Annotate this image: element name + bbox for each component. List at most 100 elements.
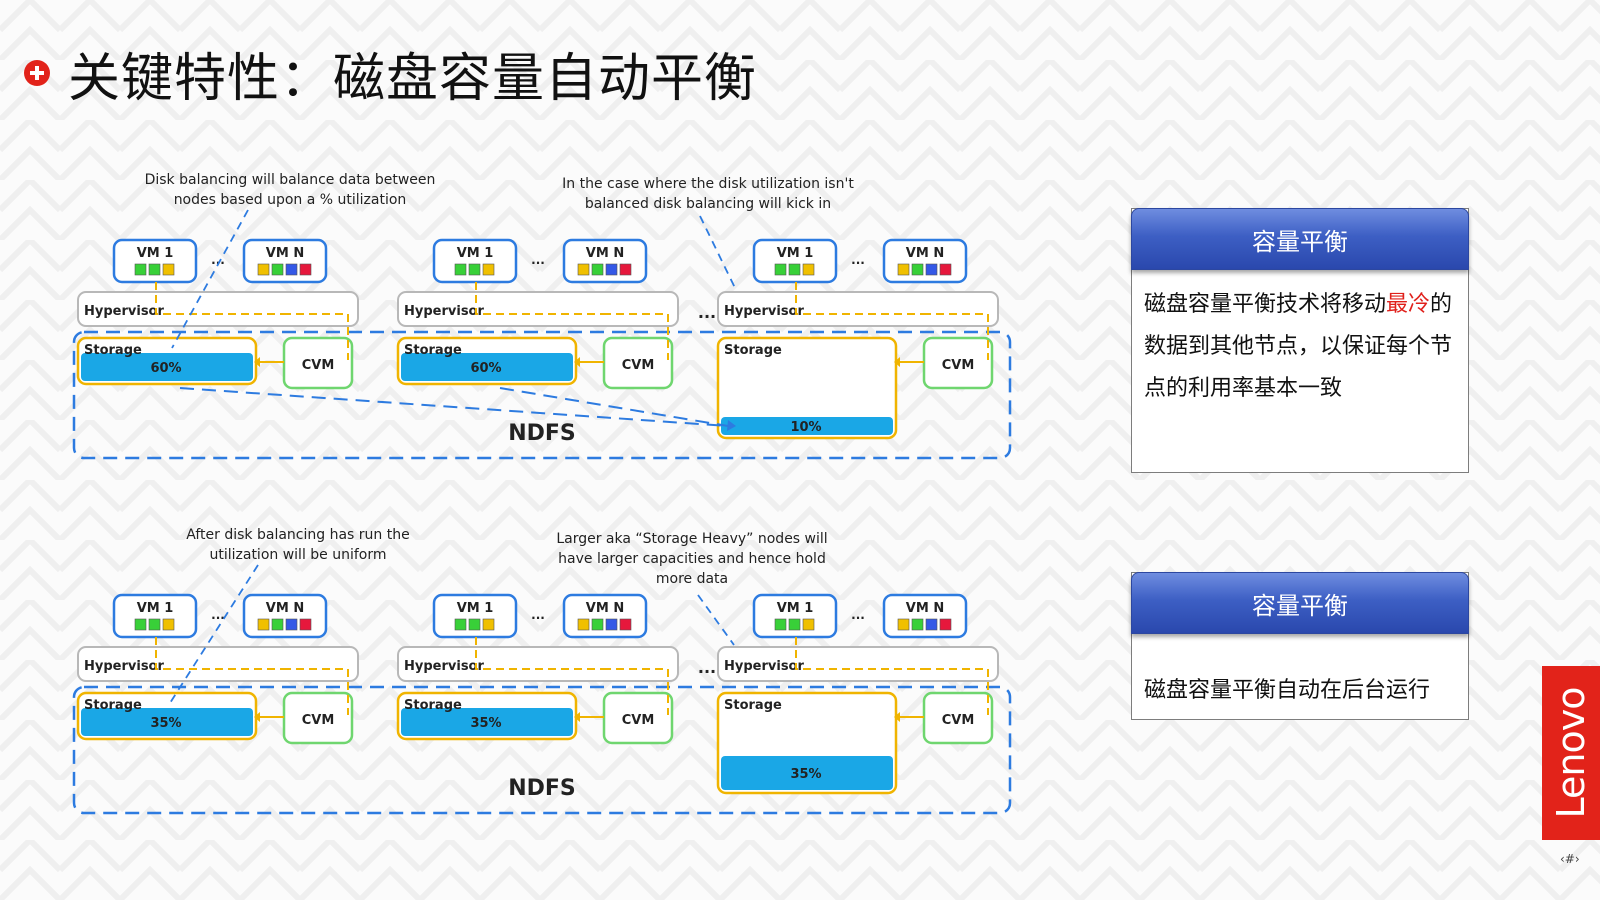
storage-utilization-label: 35% <box>790 767 821 782</box>
hypervisor-bar <box>397 646 679 682</box>
plus-bullet-icon <box>24 60 50 86</box>
hypervisor-bar <box>77 291 359 327</box>
vm-data-square <box>162 263 175 276</box>
io-path-line <box>155 282 283 315</box>
storage-label: Storage <box>404 343 462 358</box>
ndfs-container <box>72 330 1012 460</box>
vm1-label: VM 1 <box>137 246 174 261</box>
vm-data-square <box>897 263 910 276</box>
annotation-left-line: nodes based upon a % utilization <box>174 192 407 208</box>
vm-data-square <box>591 618 604 631</box>
vm-data-square <box>148 263 161 276</box>
vm-data-square <box>482 618 495 631</box>
vm-data-square <box>271 618 284 631</box>
vm-data-square <box>939 618 952 631</box>
vm-data-square <box>774 618 787 631</box>
hypervisor-label: Hypervisor <box>724 659 804 674</box>
io-path-line <box>155 637 283 670</box>
annotation-left-line: Disk balancing will balance data between <box>145 172 436 188</box>
vm-ellipsis: ... <box>531 608 545 622</box>
vm-data-square <box>577 263 590 276</box>
annotation-left-line: utilization will be uniform <box>209 547 386 563</box>
vm-data-square <box>468 263 481 276</box>
storage-fill-bar <box>81 353 253 381</box>
vm-ellipsis: ... <box>211 608 225 622</box>
arrow-head <box>254 357 260 367</box>
storage-fill-bar <box>401 353 573 381</box>
vm-data-square <box>577 618 590 631</box>
vm-data-square <box>591 263 604 276</box>
cvm-label: CVM <box>942 358 975 373</box>
storage-fill-bar <box>721 756 893 790</box>
storage-box <box>716 336 898 440</box>
vm-data-square <box>897 618 910 631</box>
vm-ellipsis: ... <box>531 253 545 267</box>
annotation-right-line: Larger aka “Storage Heavy” nodes will <box>556 531 827 547</box>
cvm-label: CVM <box>302 358 335 373</box>
storage-utilization-label: 10% <box>790 420 821 435</box>
vm-data-square <box>939 263 952 276</box>
vm-data-square <box>285 618 298 631</box>
vm1-label: VM 1 <box>777 601 814 616</box>
vmn-label: VM N <box>266 601 304 616</box>
vmn-label: VM N <box>906 601 944 616</box>
vm-data-square <box>925 263 938 276</box>
body-text: 的数据到其他节点，以保证每个节点的利用率基本一致 <box>1144 292 1453 401</box>
body-text: 磁盘容量平衡自动在后台运行 <box>1144 678 1431 703</box>
cvm-label: CVM <box>622 713 655 728</box>
hypervisor-bar <box>77 646 359 682</box>
vm1-label: VM 1 <box>457 246 494 261</box>
vm-data-square <box>774 263 787 276</box>
io-path-line <box>795 637 923 670</box>
storage-label: Storage <box>84 343 142 358</box>
vm-data-square <box>605 263 618 276</box>
vm-data-square <box>925 618 938 631</box>
vm-data-square <box>802 618 815 631</box>
annotation-right-line: more data <box>656 571 728 587</box>
annotation-right-line: balanced disk balancing will kick in <box>585 196 831 212</box>
page-number: ‹#› <box>1560 852 1580 866</box>
vmn-label: VM N <box>586 246 624 261</box>
lenovo-logo-text: Lenovo <box>1549 687 1593 819</box>
vm-data-square <box>911 618 924 631</box>
io-path-line <box>795 282 923 315</box>
storage-utilization-label: 35% <box>150 716 181 731</box>
annotation-left-line: After disk balancing has run the <box>186 527 409 543</box>
vm-data-square <box>285 263 298 276</box>
arrow-head <box>894 357 900 367</box>
hypervisor-label: Hypervisor <box>724 304 804 319</box>
vm-data-square <box>299 618 312 631</box>
annotation-right-line: have larger capacities and hence hold <box>558 551 826 567</box>
annotation-pointer <box>697 594 735 646</box>
vm-data-square <box>482 263 495 276</box>
io-path-line <box>923 668 989 715</box>
io-path-line <box>283 313 349 360</box>
panel-capacity-balance-1: 容量平衡 磁盘容量平衡技术将移动最冷的数据到其他节点，以保证每个节点的利用率基本… <box>1131 208 1469 473</box>
vm-data-square <box>134 263 147 276</box>
vm-data-square <box>162 618 175 631</box>
vm-data-square <box>148 618 161 631</box>
node-ellipsis: ... <box>698 303 716 322</box>
io-path-line <box>475 637 603 670</box>
ndfs-container <box>72 685 1012 815</box>
disk-balancing-diagram: Disk balancing will balance data between… <box>72 172 1012 815</box>
vm-data-square <box>619 618 632 631</box>
storage-utilization-label: 35% <box>470 716 501 731</box>
io-path-line <box>283 668 349 715</box>
panel-capacity-balance-2: 容量平衡 磁盘容量平衡自动在后台运行 <box>1131 572 1469 720</box>
hypervisor-bar <box>717 291 999 327</box>
hypervisor-label: Hypervisor <box>84 659 164 674</box>
vm-data-square <box>454 618 467 631</box>
node-ellipsis: ... <box>698 658 716 677</box>
storage-label: Storage <box>84 698 142 713</box>
lenovo-logo: Lenovo <box>1542 666 1600 840</box>
hypervisor-label: Hypervisor <box>84 304 164 319</box>
storage-label: Storage <box>724 343 782 358</box>
vm-data-square <box>468 618 481 631</box>
io-path-line <box>603 668 669 715</box>
vmn-label: VM N <box>586 601 624 616</box>
migration-arrow <box>179 387 729 427</box>
vm-data-square <box>802 263 815 276</box>
vm-data-square <box>788 618 801 631</box>
vmn-label: VM N <box>266 246 304 261</box>
